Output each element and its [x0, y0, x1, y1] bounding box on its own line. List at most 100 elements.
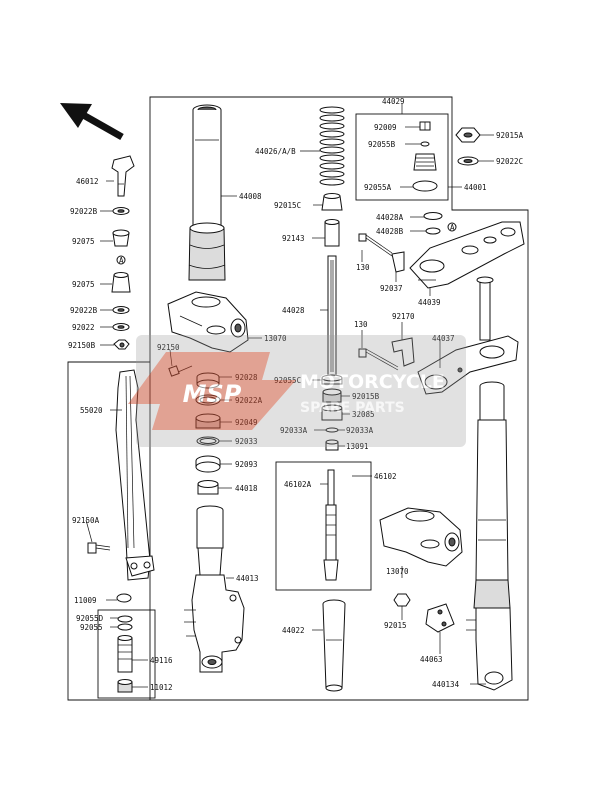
callout-92055a: 92055A — [364, 183, 392, 192]
callout-44013a: 440134 — [432, 680, 460, 689]
callout-49116: 49116 — [150, 656, 173, 665]
callout-44013: 44013 — [236, 574, 259, 583]
callout-92037: 92037 — [380, 284, 403, 293]
ref-a-label-right: A — [450, 223, 455, 232]
callout-44063: 44063 — [420, 655, 443, 664]
callout-92170: 92170 — [392, 312, 415, 321]
callout-92022b-a: 92022B — [70, 207, 98, 216]
watermark-badge-text: MSP — [183, 380, 242, 408]
valve-subframe — [97, 609, 156, 699]
callout-92009: 92009 — [374, 123, 397, 132]
watermark-backdrop — [136, 335, 466, 447]
callout-13091: 13091 — [346, 442, 369, 451]
part-13070-upper — [167, 291, 249, 353]
callout-92093: 92093 — [235, 460, 258, 469]
callout-92015c: 92015C — [274, 201, 301, 210]
callout-46012: 46012 — [76, 177, 99, 186]
callout-92143: 92143 — [282, 234, 305, 243]
part-46102 — [323, 469, 339, 581]
cap-parts — [412, 121, 438, 192]
part-92015 — [393, 593, 411, 607]
callout-92028: 92028 — [235, 373, 258, 382]
callout-130-a: 130 — [356, 263, 370, 272]
part-49116 — [117, 637, 133, 673]
callout-13070-a: 13070 — [264, 334, 287, 343]
callout-44037: 44037 — [432, 334, 455, 343]
callout-46102a: 46102A — [284, 480, 312, 489]
part-92055 — [117, 623, 133, 631]
part-44039 — [409, 221, 525, 289]
part-44037 — [417, 276, 519, 395]
part-44013a — [466, 381, 513, 691]
callout-92022: 92022 — [72, 323, 95, 332]
callout-44039: 44039 — [418, 298, 441, 307]
watermark: MSP MOTORCYCLE SPARE PARTS — [128, 335, 466, 447]
rod-small-parts — [321, 374, 343, 451]
part-44028b — [425, 227, 441, 235]
ref-a-label-left: A — [119, 256, 124, 265]
part-92143 — [324, 221, 340, 247]
callout-92033a-a: 92033A — [280, 426, 308, 435]
part-92037 — [391, 251, 405, 273]
leader-lines — [85, 104, 494, 688]
callout-92055: 92055 — [80, 623, 103, 632]
valve-parts — [117, 615, 133, 693]
callout-46102: 46102 — [374, 472, 397, 481]
damper-subframe — [275, 461, 372, 591]
callout-92022c: 92022C — [496, 157, 523, 166]
callout-92150a: 92150A — [72, 516, 100, 525]
part-55020 — [115, 369, 155, 581]
callout-44001: 44001 — [464, 183, 487, 192]
callout-44028: 44028 — [282, 306, 305, 315]
callout-44018: 44018 — [235, 484, 258, 493]
callout-92015a: 92015A — [496, 131, 524, 140]
watermark-line1: MOTORCYCLE — [300, 371, 445, 393]
part-130-lower — [358, 348, 399, 371]
part-44026-spring — [319, 106, 345, 186]
part-13070-lower — [379, 507, 463, 567]
callout-11009: 11009 — [74, 596, 97, 605]
diagram-frames — [67, 96, 529, 701]
watermark-badge: MSP — [128, 352, 296, 430]
ref-a-circle-left — [116, 255, 126, 265]
callout-92033: 92033 — [235, 437, 258, 446]
part-44008 — [188, 104, 226, 281]
callout-92075-a: 92075 — [72, 237, 95, 246]
callout-92055c: 92055C — [274, 376, 301, 385]
callout-92150b: 92150B — [68, 341, 96, 350]
callout-55020: 55020 — [80, 406, 103, 415]
callout-44008: 44008 — [239, 192, 262, 201]
callout-11012: 11012 — [150, 683, 173, 692]
part-92150a — [87, 542, 111, 554]
left-frame — [67, 361, 150, 701]
callout-44022: 44022 — [282, 626, 305, 635]
part-11009 — [116, 593, 132, 603]
part-130-upper — [358, 233, 393, 257]
callout-92022a: 92022A — [235, 396, 263, 405]
callout-13070-b: 13070 — [386, 567, 409, 576]
callout-92049: 92049 — [235, 418, 258, 427]
callout-92055d: 92055D — [76, 614, 104, 623]
part-46012 — [111, 155, 135, 197]
front-direction-arrow-icon — [60, 103, 124, 141]
callout-92022b-b: 92022B — [70, 306, 98, 315]
callout-92033a-b: 92033A — [346, 426, 374, 435]
part-92170 — [391, 337, 415, 367]
part-44013 — [184, 505, 245, 673]
callout-44029: 44029 — [382, 97, 405, 106]
callout-44026: 44026/A/B — [255, 147, 296, 156]
part-44063 — [425, 603, 455, 633]
callout-44028b: 44028B — [376, 227, 404, 236]
callout-92015b: 92015B — [352, 392, 380, 401]
center-small-parts — [168, 365, 221, 495]
callout-92015: 92015 — [384, 621, 407, 630]
callout-92055b: 92055B — [368, 140, 396, 149]
left-stack-parts — [111, 155, 135, 350]
callout-44028a: 44028A — [376, 213, 404, 222]
callout-32085: 32085 — [352, 410, 375, 419]
callout-labels: 44029 44026/A/B 92009 92055B 92055A 4400… — [68, 97, 524, 692]
ref-a-circle-right — [447, 222, 457, 232]
callout-130-b: 130 — [354, 320, 368, 329]
